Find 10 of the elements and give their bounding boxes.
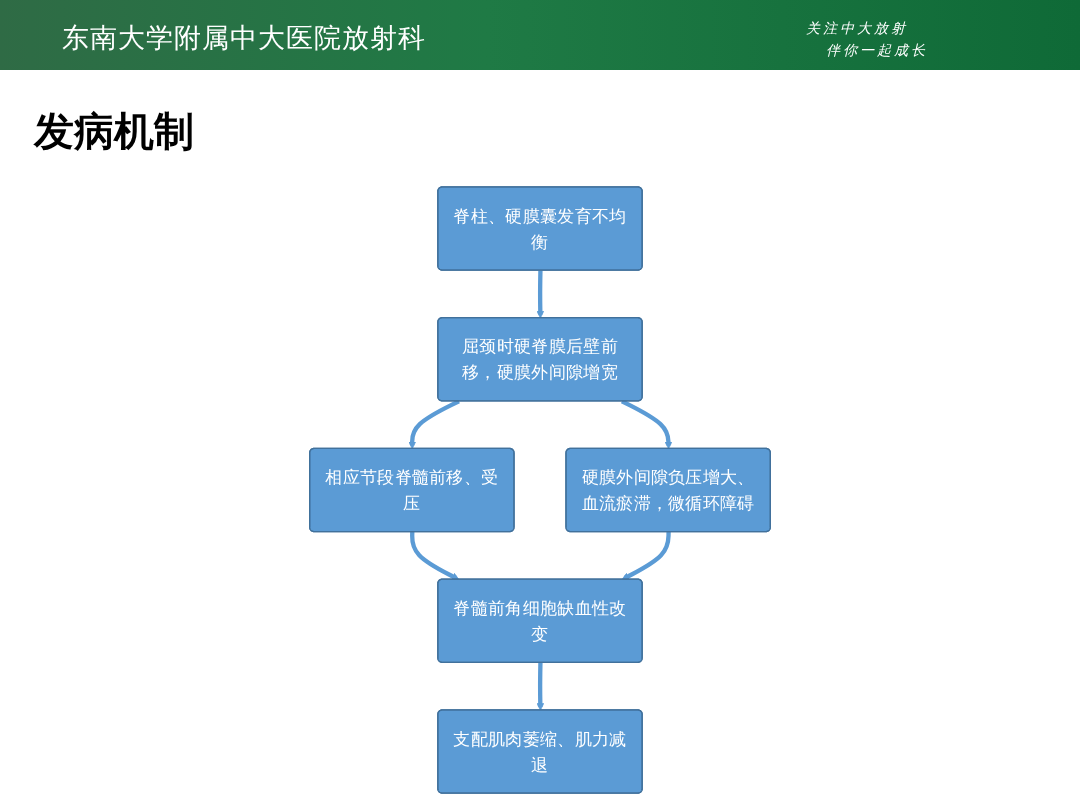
- arrow: [620, 399, 673, 450]
- slide-title: 发病机制: [34, 107, 194, 156]
- slogan-text: 关注中大放射: [806, 20, 908, 38]
- header-title: 东南大学附属中大医院放射科: [62, 21, 426, 55]
- arrow: [536, 270, 545, 319]
- arrow: [621, 531, 671, 580]
- arrow: [408, 399, 460, 450]
- slogan-text: 伴你一起成长: [826, 42, 928, 60]
- arrow: [536, 662, 545, 711]
- arrow: [410, 531, 460, 580]
